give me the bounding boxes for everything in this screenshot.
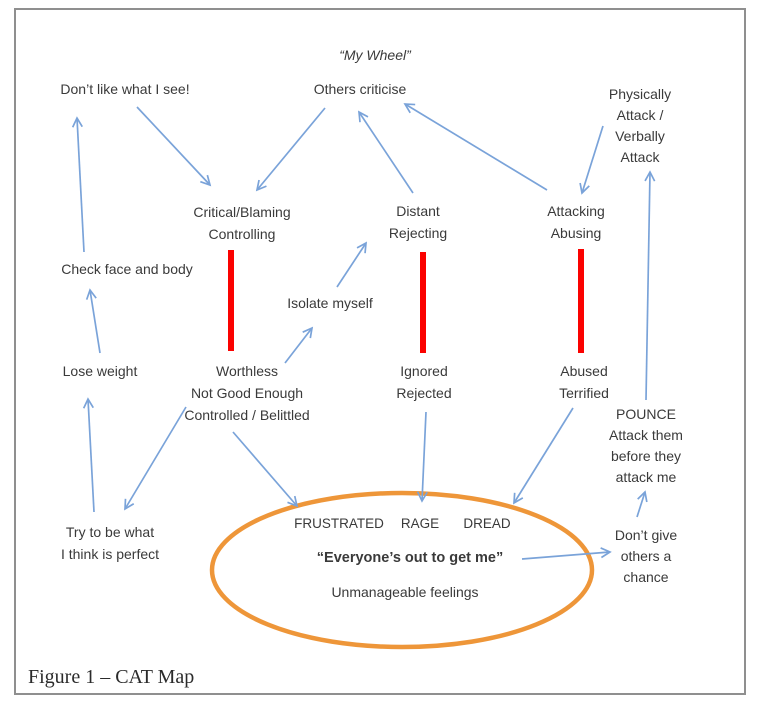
node-physically-verbally-attack: Physically Attack / Verbally Attack [608,86,672,165]
arrow-everyone-to-dont-give [521,547,612,560]
arrow-dont-like-to-critical [136,106,212,187]
node-title-my-wheel: “My Wheel” [339,47,411,63]
arrow-physically-to-attacking [579,125,604,195]
arrow-try-perfect-to-lose-weight [82,397,95,513]
arrow-worthless-to-frustrated [232,431,299,508]
arrow-others-to-critical [255,107,326,192]
arrow-worthless-to-isolate [284,326,314,364]
arrow-abused-to-dread [513,407,574,505]
node-dont-like-what-i-see: Don’t like what I see! [60,81,190,97]
node-try-to-be-perfect: Try to be what I think is perfect [60,524,160,562]
node-lose-weight: Lose weight [62,363,138,379]
node-pounce: POUNCE Attack them before they attack me [609,406,683,485]
arrow-attacking-to-others [403,103,548,191]
node-others-criticise: Others criticise [313,81,407,97]
figure-caption: Figure 1 – CAT Map [28,666,195,688]
figure-border [14,8,746,695]
node-worthless: Worthless Not Good Enough Controlled / B… [184,363,310,423]
node-everyones-out-to-get-me: “Everyone’s out to get me” [316,550,504,566]
arrow-dont-give-to-pounce [636,490,648,518]
node-dont-give-others-a-chance: Don’t give others a chance [614,527,678,585]
node-isolate-myself: Isolate myself [287,295,373,311]
node-dread: DREAD [463,516,511,531]
arrow-pounce-to-physically [644,170,656,401]
node-unmanageable-feelings: Unmanageable feelings [331,584,479,600]
node-frustrated: FRUSTRATED [294,516,384,531]
arrow-check-face-to-dont-like [71,116,85,253]
feelings-ellipse [209,490,595,650]
node-check-face-and-body: Check face and body [61,261,193,277]
node-distant-rejecting: Distant Rejecting [388,203,448,241]
arrow-isolate-to-distant [336,241,367,288]
arrow-ignored-to-rage [416,411,428,503]
node-ignored-rejected: Ignored Rejected [396,363,452,401]
arrow-lose-weight-to-check-face [85,288,101,354]
arrow-worthless-to-try-perfect [124,406,187,511]
node-abused-terrified: Abused Terrified [559,363,609,401]
node-critical-blaming-controlling: Critical/Blaming Controlling [193,204,291,242]
arrow-distant-to-others [357,110,414,194]
node-attacking-abusing: Attacking Abusing [547,203,605,241]
node-rage: RAGE [400,516,440,531]
